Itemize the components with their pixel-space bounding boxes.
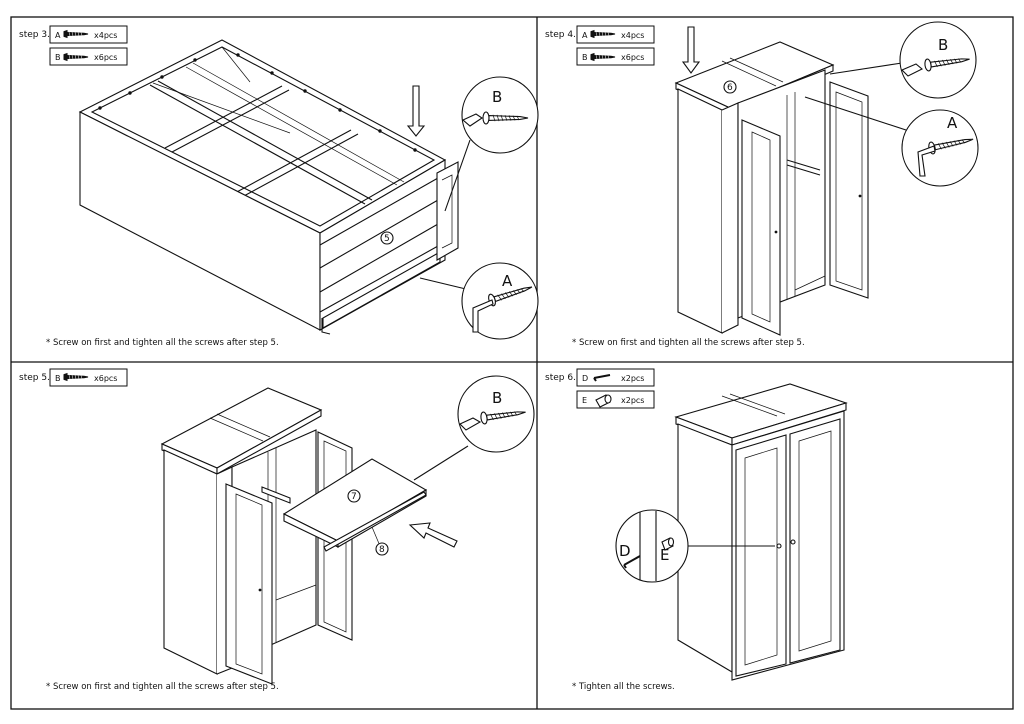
part-number-5: 5 bbox=[384, 234, 390, 244]
callout-letter: A bbox=[947, 114, 958, 132]
part-letter: A bbox=[55, 31, 61, 40]
step-3-label: step 3. bbox=[19, 30, 50, 40]
callout-letter: B bbox=[492, 389, 502, 407]
step-4-parts-list: A x4pcs B x6pcs bbox=[576, 25, 655, 66]
callout-letter: B bbox=[492, 88, 502, 106]
wardrobe-closed bbox=[674, 383, 848, 681]
knob-icon bbox=[661, 537, 675, 551]
callout-letter: D bbox=[619, 542, 631, 560]
step-3-note: * Screw on first and tighten all the scr… bbox=[46, 338, 279, 348]
callout-a: A bbox=[419, 262, 539, 340]
screwdriver-icon bbox=[459, 417, 482, 431]
step-6-parts-list: D x2pcs E x2pcs bbox=[576, 368, 655, 409]
callout-b: B bbox=[413, 375, 535, 481]
part-letter: B bbox=[55, 374, 61, 383]
allen-key-icon bbox=[917, 145, 936, 177]
arrow-icon bbox=[406, 85, 426, 137]
wardrobe-carcass-lying: 5 bbox=[78, 39, 459, 335]
step-4-panel: step 4. A x4pcs B x6pcs bbox=[545, 21, 979, 348]
screw-icon bbox=[593, 374, 611, 382]
part-qty: x2pcs bbox=[621, 396, 644, 405]
step-4-label: step 4. bbox=[545, 30, 576, 40]
step-5-panel: step 5. B x6pcs bbox=[19, 368, 535, 692]
screw-icon bbox=[623, 555, 641, 569]
arrow-icon bbox=[681, 26, 701, 74]
callout-letter: B bbox=[938, 36, 948, 54]
step-5-note: * Screw on first and tighten all the scr… bbox=[46, 682, 279, 692]
part-qty: x6pcs bbox=[621, 53, 644, 62]
part-qty: x6pcs bbox=[94, 53, 117, 62]
step-5-parts-list: B x6pcs bbox=[49, 368, 128, 387]
part-qty: x2pcs bbox=[621, 374, 644, 383]
callout-a: A bbox=[804, 96, 979, 187]
step-6-label: step 6. bbox=[545, 373, 576, 383]
arrow-icon bbox=[408, 522, 458, 548]
panel-grid bbox=[10, 16, 1014, 710]
part-letter: A bbox=[582, 31, 588, 40]
part-number-6: 6 bbox=[727, 83, 733, 93]
step-3-panel: step 3. A x4pcs B x6pcs bbox=[19, 25, 539, 348]
callout-letter: A bbox=[502, 272, 513, 290]
part-letter: B bbox=[55, 53, 61, 62]
part-number-7: 7 bbox=[351, 492, 357, 502]
callout-b: B bbox=[444, 76, 539, 212]
callout-letter: E bbox=[660, 546, 669, 564]
wardrobe-with-shelf: 7 8 bbox=[160, 387, 428, 685]
step-6-panel: step 6. D x2pcs E x2pcs bbox=[545, 368, 848, 692]
part-number-8: 8 bbox=[379, 545, 385, 555]
screwdriver-icon bbox=[901, 63, 923, 77]
step-6-note: * Tighten all the screws. bbox=[572, 682, 675, 692]
allen-key-icon bbox=[472, 299, 494, 333]
part-letter: E bbox=[582, 396, 587, 405]
wardrobe-upright-open: 6 bbox=[674, 41, 869, 336]
step-5-label: step 5. bbox=[19, 373, 50, 383]
step-4-note: * Screw on first and tighten all the scr… bbox=[572, 338, 805, 348]
part-qty: x4pcs bbox=[94, 31, 117, 40]
screwdriver-icon bbox=[461, 113, 483, 127]
step-3-parts-list: A x4pcs B x6pcs bbox=[49, 25, 128, 66]
knob-icon bbox=[595, 394, 612, 408]
part-qty: x6pcs bbox=[94, 374, 117, 383]
callout-b: B bbox=[829, 21, 977, 99]
callout-d-e: D E bbox=[615, 509, 775, 583]
part-letter: B bbox=[582, 53, 588, 62]
part-qty: x4pcs bbox=[621, 31, 644, 40]
part-letter: D bbox=[582, 374, 588, 383]
